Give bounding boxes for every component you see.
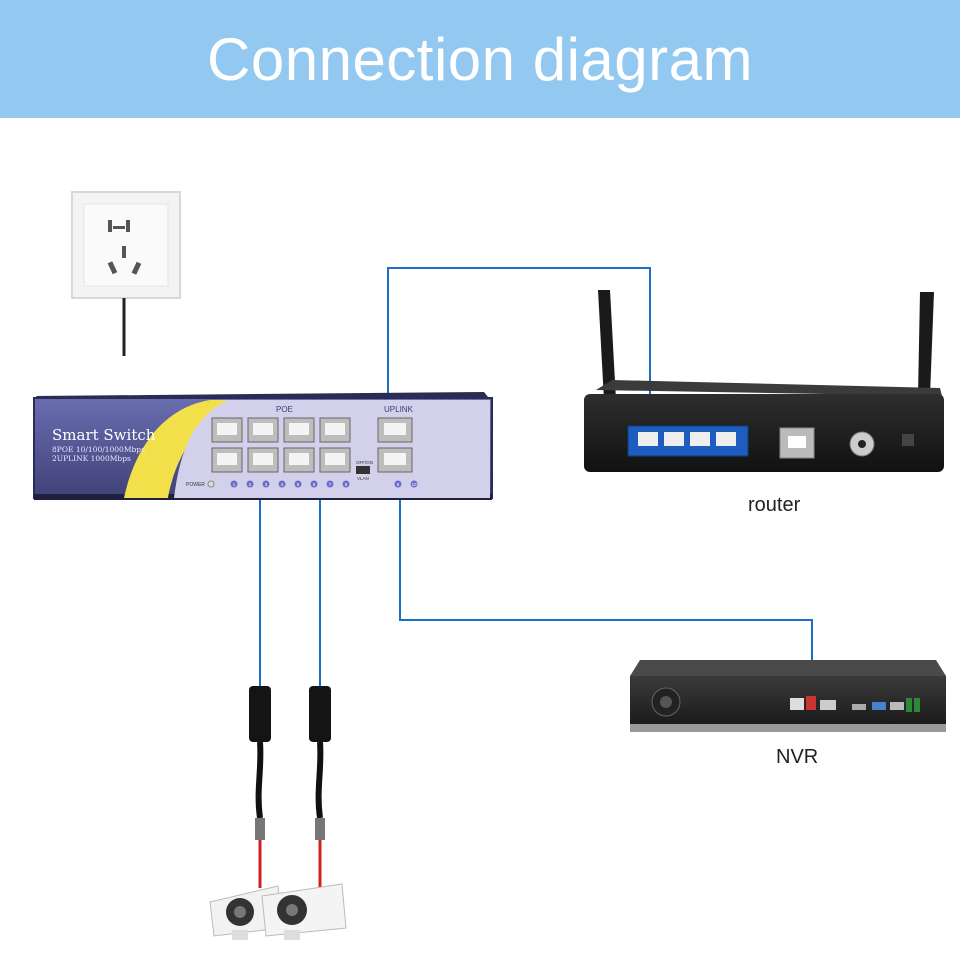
poe-splitter bbox=[249, 686, 271, 888]
cable-uplink-router bbox=[387, 267, 651, 448]
router-reset-button bbox=[902, 434, 914, 446]
poe-switch: 1 2 3 4 5 6 7 8 9 10 bbox=[33, 392, 493, 500]
port-number-led bbox=[278, 480, 286, 488]
switch-accent-stripe bbox=[124, 400, 240, 498]
poe-port bbox=[283, 417, 315, 443]
port-number: 3 bbox=[265, 482, 268, 487]
poe-label: POE bbox=[276, 405, 293, 414]
poe-port bbox=[319, 447, 351, 473]
port-number: 6 bbox=[313, 482, 316, 487]
port-number: 7 bbox=[329, 482, 332, 487]
port-number: 1 bbox=[233, 482, 236, 487]
power-led bbox=[207, 480, 215, 488]
switch-brand-label: Smart Switch bbox=[52, 426, 156, 444]
offon-label: OFF/ON bbox=[356, 460, 373, 465]
header-banner: Connection diagram bbox=[0, 0, 960, 118]
router-antenna-right bbox=[918, 292, 934, 396]
port-led-row: 1 2 3 4 5 6 7 8 9 10 bbox=[207, 480, 418, 488]
camera-2 bbox=[261, 883, 347, 940]
poe-splitter bbox=[309, 686, 331, 888]
port-number-led bbox=[294, 480, 302, 488]
port-number: 9 bbox=[397, 482, 400, 487]
uplink-label: UPLINK bbox=[384, 405, 414, 414]
router-antenna-left bbox=[598, 290, 616, 400]
vlan-dip-switch bbox=[356, 466, 370, 474]
port-number-led bbox=[394, 480, 402, 488]
nvr-body bbox=[630, 676, 946, 726]
nvr-video-port bbox=[820, 700, 836, 710]
switch-spec-line-2: 2UPLINK 1000Mbps bbox=[52, 454, 131, 463]
socket-face bbox=[83, 203, 169, 287]
uplink-port bbox=[377, 417, 413, 443]
port-number-led bbox=[262, 480, 270, 488]
poe-splitters bbox=[249, 686, 331, 888]
port-number-led bbox=[310, 480, 318, 488]
nvr bbox=[630, 660, 946, 732]
router-label: router bbox=[748, 494, 801, 516]
port-number: 2 bbox=[249, 482, 252, 487]
page-title: Connection diagram bbox=[207, 25, 753, 93]
uplink-port bbox=[377, 447, 413, 473]
nvr-lan-port bbox=[790, 698, 804, 710]
switch-spec-line-1: 8POE 10/100/1000Mbps bbox=[52, 445, 145, 454]
port-number: 8 bbox=[345, 482, 348, 487]
port-number-led bbox=[246, 480, 254, 488]
poe-port-block bbox=[211, 417, 351, 473]
port-number-led bbox=[326, 480, 334, 488]
poe-port bbox=[211, 417, 243, 443]
uplink-port-block bbox=[377, 417, 413, 473]
power-label: POWER bbox=[186, 482, 205, 488]
poe-port bbox=[247, 417, 279, 443]
poe-port bbox=[283, 447, 315, 473]
port-number-led bbox=[230, 480, 238, 488]
port-number-led bbox=[410, 480, 418, 488]
poe-port bbox=[211, 447, 243, 473]
nvr-label: NVR bbox=[776, 746, 819, 768]
port-number: 5 bbox=[297, 482, 300, 487]
port-number-led bbox=[342, 480, 350, 488]
wall-socket bbox=[71, 191, 181, 299]
port-number: 4 bbox=[281, 482, 284, 487]
poe-port bbox=[247, 447, 279, 473]
vlan-label: VLAN bbox=[357, 476, 369, 481]
router bbox=[584, 290, 944, 472]
poe-port bbox=[319, 417, 351, 443]
port-number: 10 bbox=[411, 482, 417, 487]
